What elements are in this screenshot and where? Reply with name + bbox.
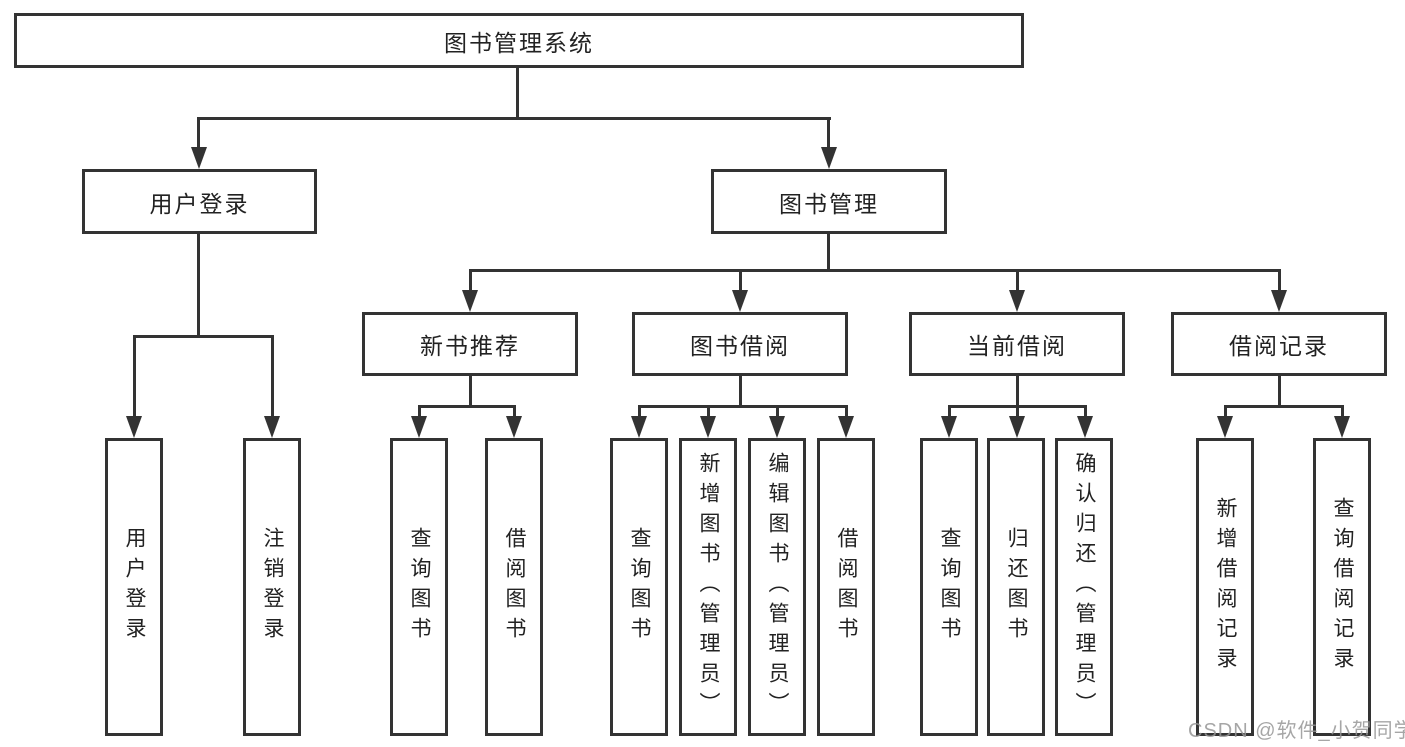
leaf-label: 新增图书（管理员）	[697, 452, 720, 722]
node-label: 图书管理	[779, 190, 879, 217]
arrowhead-down	[941, 416, 957, 438]
connector-line	[845, 405, 848, 419]
leaf-return-books: 归还图书	[987, 438, 1045, 736]
connector-line	[1278, 376, 1281, 408]
connector-line	[827, 117, 830, 150]
connector-line	[1224, 405, 1227, 419]
leaf-logout: 注销登录	[243, 438, 301, 736]
leaf-query-books: 查询图书	[390, 438, 448, 736]
arrowhead-down	[1009, 290, 1025, 312]
connector-line	[707, 405, 710, 419]
arrowhead-down	[126, 416, 142, 438]
node-label: 当前借阅	[967, 333, 1067, 359]
leaf-label: 编辑图书（管理员）	[766, 452, 789, 722]
arrowhead-down	[506, 416, 522, 438]
connector-line	[638, 405, 848, 408]
node-label: 新书推荐	[420, 333, 520, 359]
node-user-login: 用户登录	[82, 169, 317, 234]
leaf-confirm-return-admin: 确认归还（管理员）	[1055, 438, 1113, 736]
leaf-query-books: 查询图书	[610, 438, 668, 736]
connector-line	[948, 405, 951, 419]
arrowhead-down	[411, 416, 427, 438]
connector-line	[1016, 269, 1019, 293]
arrowhead-down	[821, 147, 837, 169]
connector-line	[513, 405, 516, 419]
connector-line	[469, 269, 472, 293]
connector-line	[1224, 405, 1344, 408]
arrowhead-down	[1009, 416, 1025, 438]
leaf-label: 查询图书	[938, 527, 961, 647]
leaf-label: 查询图书	[628, 527, 651, 647]
leaf-label: 归还图书	[1005, 527, 1028, 647]
connector-line	[516, 68, 519, 120]
connector-line	[197, 117, 200, 150]
node-label: 图书管理系统	[444, 29, 594, 56]
node-label: 借阅记录	[1229, 333, 1329, 359]
connector-line	[739, 269, 742, 293]
leaf-label: 注销登录	[261, 527, 284, 647]
arrowhead-down	[1334, 416, 1350, 438]
connector-line	[133, 335, 136, 418]
connector-line	[197, 234, 200, 338]
connector-line	[1341, 405, 1344, 419]
connector-line	[739, 376, 742, 408]
connector-line	[197, 117, 831, 120]
arrowhead-down	[1217, 416, 1233, 438]
leaf-label: 借阅图书	[835, 527, 858, 647]
node-book-borrowing: 图书借阅	[632, 312, 848, 376]
arrowhead-down	[769, 416, 785, 438]
leaf-borrow-books: 借阅图书	[817, 438, 875, 736]
leaf-label: 查询图书	[408, 527, 431, 647]
arrowhead-down	[732, 290, 748, 312]
arrowhead-down	[700, 416, 716, 438]
connector-line	[776, 405, 779, 419]
connector-line	[638, 405, 641, 419]
connector-line	[271, 335, 274, 418]
node-library-management-system: 图书管理系统	[14, 13, 1024, 68]
connector-line	[133, 335, 273, 338]
leaf-query-borrow-record: 查询借阅记录	[1313, 438, 1371, 736]
connector-line	[1016, 376, 1019, 408]
arrowhead-down	[264, 416, 280, 438]
node-label: 用户登录	[149, 190, 250, 217]
arrowhead-down	[631, 416, 647, 438]
node-label: 图书借阅	[690, 333, 790, 359]
arrowhead-down	[1077, 416, 1093, 438]
connector-line	[827, 234, 830, 272]
leaf-label: 新增借阅记录	[1214, 497, 1237, 677]
node-new-book-recommendation: 新书推荐	[362, 312, 578, 376]
node-book-management: 图书管理	[711, 169, 947, 234]
leaf-label: 借阅图书	[503, 527, 526, 647]
connector-line	[1084, 405, 1087, 419]
connector-line	[469, 269, 1281, 272]
connector-line	[1278, 269, 1281, 293]
leaf-user-login: 用户登录	[105, 438, 163, 736]
connector-line	[1016, 405, 1019, 419]
leaf-label: 查询借阅记录	[1331, 497, 1354, 677]
node-current-borrowing: 当前借阅	[909, 312, 1125, 376]
connector-line	[418, 405, 421, 419]
leaf-edit-books-admin: 编辑图书（管理员）	[748, 438, 806, 736]
arrowhead-down	[838, 416, 854, 438]
connector-line	[418, 405, 515, 408]
connector-line	[469, 376, 472, 408]
leaf-add-books-admin: 新增图书（管理员）	[679, 438, 737, 736]
arrowhead-down	[191, 147, 207, 169]
arrowhead-down	[1271, 290, 1287, 312]
leaf-add-borrow-record: 新增借阅记录	[1196, 438, 1254, 736]
leaf-query-books: 查询图书	[920, 438, 978, 736]
leaf-label: 用户登录	[123, 527, 146, 647]
node-borrowing-records: 借阅记录	[1171, 312, 1387, 376]
csdn-watermark: CSDN @软件_小贺同学	[1188, 720, 1405, 742]
arrowhead-down	[462, 290, 478, 312]
leaf-borrow-books: 借阅图书	[485, 438, 543, 736]
leaf-label: 确认归还（管理员）	[1073, 452, 1096, 722]
